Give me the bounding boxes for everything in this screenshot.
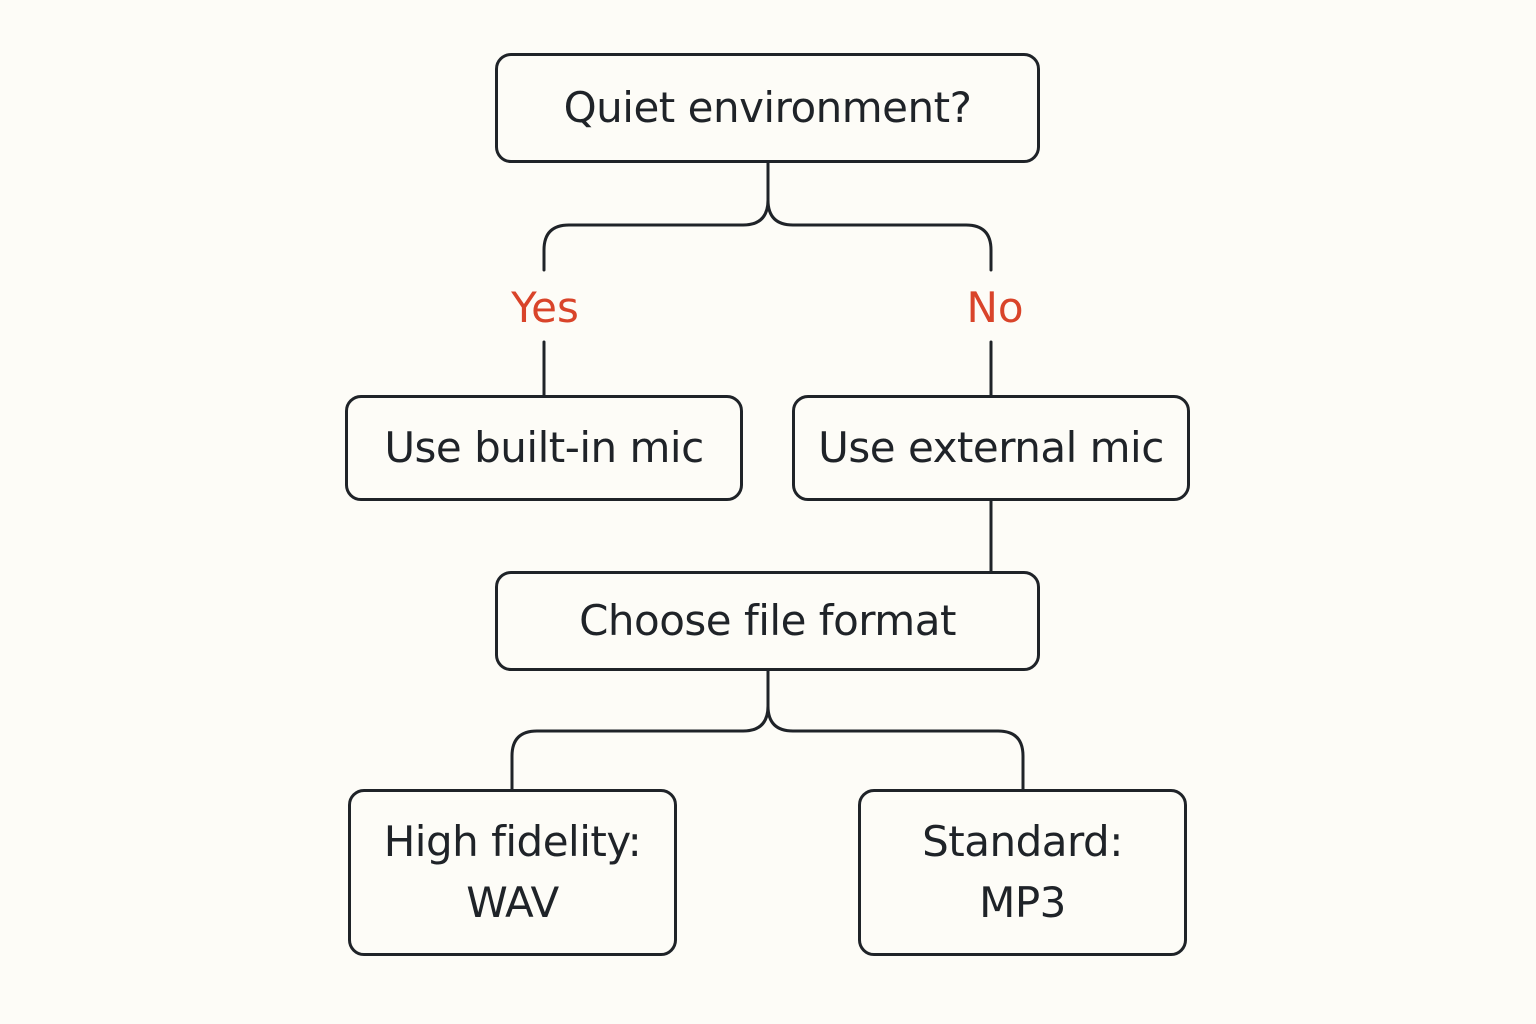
node-use-external-mic: Use external mic bbox=[792, 395, 1190, 501]
node-standard-line1: Standard: bbox=[922, 816, 1123, 866]
branch-label-no: No bbox=[966, 283, 1024, 332]
branch-label-yes: Yes bbox=[511, 283, 579, 332]
connector-quiet-split-right bbox=[766, 198, 993, 272]
node-high-fidelity-line1: High fidelity: bbox=[383, 816, 642, 866]
node-standard-line2: MP3 bbox=[979, 877, 1066, 927]
connector-quiet-split bbox=[542, 161, 770, 272]
connector-format-split-right bbox=[766, 704, 1025, 791]
node-use-external-mic-label: Use external mic bbox=[818, 422, 1164, 472]
node-use-built-in-mic-label: Use built-in mic bbox=[384, 422, 704, 472]
node-choose-file-format-label: Choose file format bbox=[579, 595, 956, 645]
decision-quiet-environment: Quiet environment? bbox=[495, 53, 1040, 163]
node-standard-mp3: Standard: MP3 bbox=[858, 789, 1187, 956]
node-use-built-in-mic: Use built-in mic bbox=[345, 395, 743, 501]
decision-quiet-environment-label: Quiet environment? bbox=[563, 82, 972, 132]
node-high-fidelity-line2: WAV bbox=[466, 877, 559, 927]
connector-format-split-left bbox=[510, 669, 770, 791]
node-high-fidelity-wav: High fidelity: WAV bbox=[348, 789, 677, 956]
node-choose-file-format: Choose file format bbox=[495, 571, 1040, 671]
